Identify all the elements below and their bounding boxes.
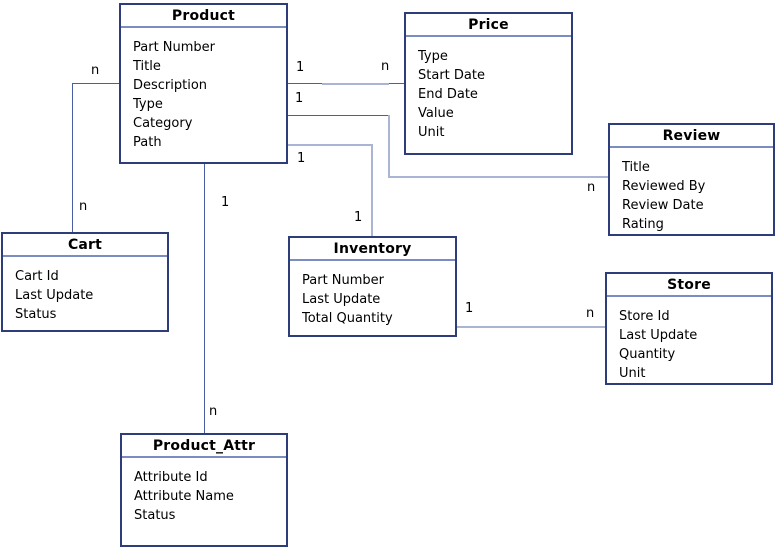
entity-price-title: Price — [406, 14, 571, 37]
attribute-row: Type — [418, 49, 448, 64]
attribute-row: Unit — [619, 366, 646, 381]
attribute-row: Last Update — [619, 328, 698, 343]
attribute-row: End Date — [418, 87, 478, 102]
entity-store-title: Store — [607, 274, 771, 297]
attribute-row: Store Id — [619, 309, 670, 324]
connector-product-productattr — [204, 164, 205, 433]
attribute-row: Cart Id — [15, 269, 59, 284]
attribute-row: Review Date — [622, 198, 704, 213]
attribute-row: Type — [133, 97, 163, 112]
attribute-row: Rating — [622, 217, 664, 232]
attribute-row: Last Update — [15, 288, 94, 303]
attribute-row: Status — [134, 508, 176, 523]
attribute-row: Title — [133, 59, 161, 74]
cardinality-product-review-near-product: 1 — [295, 91, 304, 106]
connector-inventory-store — [457, 326, 605, 328]
cardinality-inventory-store-near-inventory: 1 — [465, 301, 474, 316]
cardinality-product-productattr-near-attr: n — [209, 404, 218, 419]
attribute-row: Part Number — [133, 40, 216, 55]
connector-product-review-h2 — [388, 176, 608, 178]
connector-product-cart-v — [72, 83, 73, 232]
connector-product-review-v — [388, 115, 390, 177]
attribute-row: Attribute Name — [134, 489, 234, 504]
attribute-row: Start Date — [418, 68, 485, 83]
cardinality-product-price-near-price: n — [381, 59, 390, 74]
entity-inventory-title: Inventory — [290, 238, 455, 261]
cardinality-product-cart-near-cart: n — [79, 199, 88, 214]
attribute-row: Last Update — [302, 292, 381, 307]
connector-product-inventory-v — [371, 144, 373, 236]
entity-product-attr-title: Product_Attr — [122, 435, 286, 458]
cardinality-product-productattr-near-product: 1 — [221, 195, 230, 210]
attribute-row: Total Quantity — [302, 311, 393, 326]
connector-product-cart-h — [72, 83, 120, 84]
cardinality-product-cart-near-product: n — [91, 63, 100, 78]
attribute-row: Path — [133, 135, 162, 150]
attribute-row: Quantity — [619, 347, 676, 362]
attribute-row: Category — [133, 116, 193, 131]
cardinality-product-inventory-near-product: 1 — [297, 151, 306, 166]
attribute-row: Part Number — [302, 273, 385, 288]
attribute-row: Attribute Id — [134, 470, 208, 485]
attribute-row: Value — [418, 106, 454, 121]
cardinality-product-review-near-review: n — [587, 180, 596, 195]
connector-product-review-h1 — [288, 115, 389, 116]
connector-product-inventory-h — [288, 144, 373, 146]
attribute-row: Status — [15, 307, 57, 322]
connector-product-price-overlay — [322, 83, 389, 85]
cardinality-inventory-store-near-store: n — [586, 306, 595, 321]
entity-product-title: Product — [121, 5, 286, 28]
entity-cart-title: Cart — [3, 234, 167, 257]
cardinality-product-price-near-product: 1 — [296, 60, 305, 75]
attribute-row: Unit — [418, 125, 445, 140]
entity-review-title: Review — [610, 125, 773, 148]
attribute-row: Title — [622, 160, 650, 175]
attribute-row: Reviewed By — [622, 179, 706, 194]
cardinality-product-inventory-near-inventory: 1 — [354, 210, 363, 225]
attribute-row: Description — [133, 78, 208, 93]
